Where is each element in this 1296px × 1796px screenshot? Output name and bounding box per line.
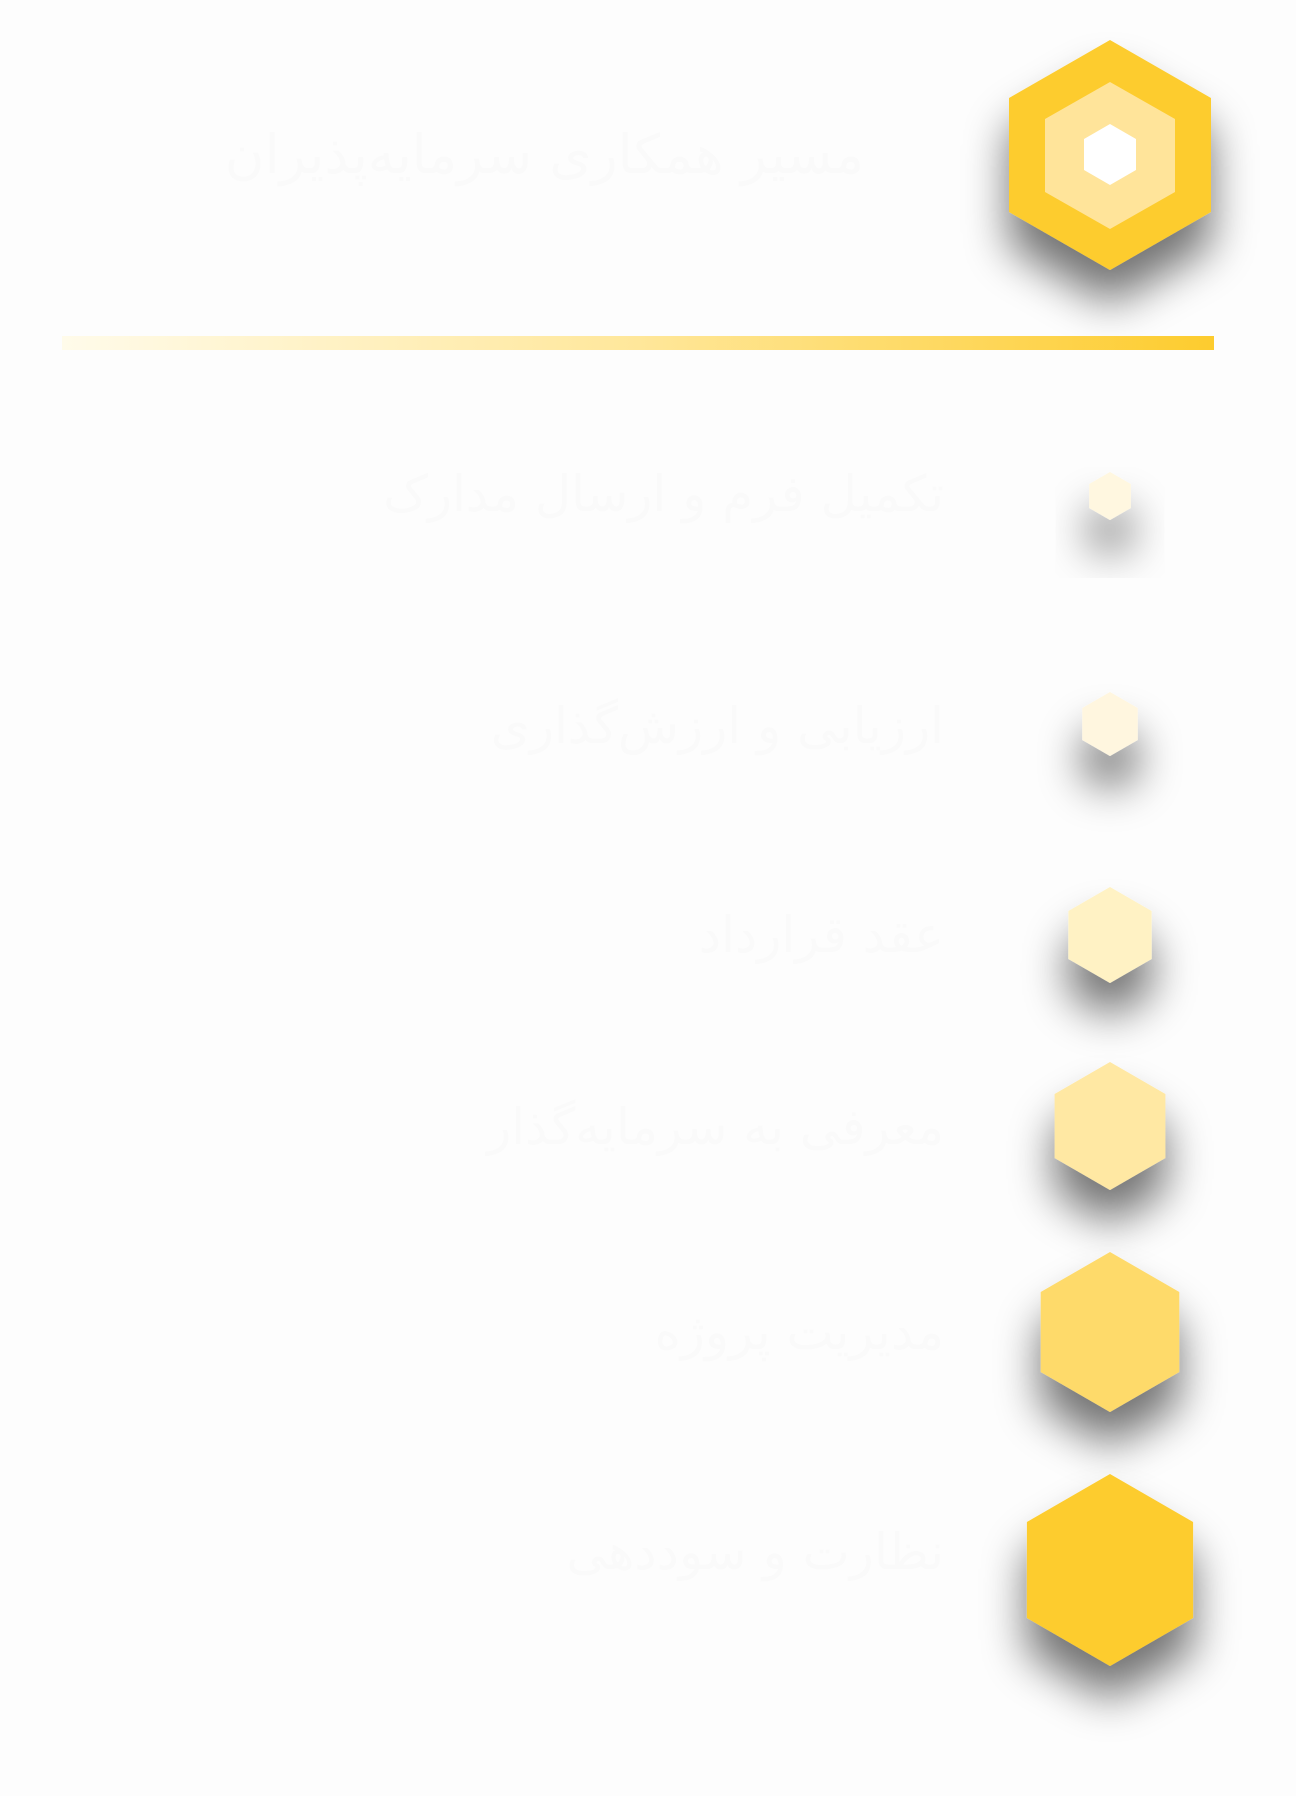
hexagon-logo-icon xyxy=(1009,40,1211,270)
hexagon-step-icon-3 xyxy=(1068,887,1152,983)
hexagon-step-icon-4 xyxy=(1054,1062,1166,1190)
hexagon-step-icon-2 xyxy=(1082,692,1138,756)
step-label-6: نظارت و سوددهی xyxy=(566,1523,944,1581)
step-label-5: مدیریت پروژه xyxy=(654,1303,944,1361)
title-divider xyxy=(62,336,1214,350)
logo-inner-hexagon xyxy=(1084,124,1136,185)
step-hexagons xyxy=(1026,472,1194,1666)
hexagon-step-icon-5 xyxy=(1040,1252,1180,1412)
page-title: مسیر همکاری سرمایه‌پذیران xyxy=(224,123,864,186)
step-label-3: عقد قرارداد xyxy=(698,906,944,964)
hexagon-step-icon-1 xyxy=(1089,472,1131,520)
step-label-4: معرفی به سرمایه‌گذار xyxy=(487,1098,944,1156)
hexagon-step-icon-6 xyxy=(1026,1474,1194,1666)
step-label-1: تکمیل فرم و ارسال مدارک xyxy=(383,465,944,523)
step-label-2: ارزیابی و ارزش‌گذاری xyxy=(490,697,944,755)
